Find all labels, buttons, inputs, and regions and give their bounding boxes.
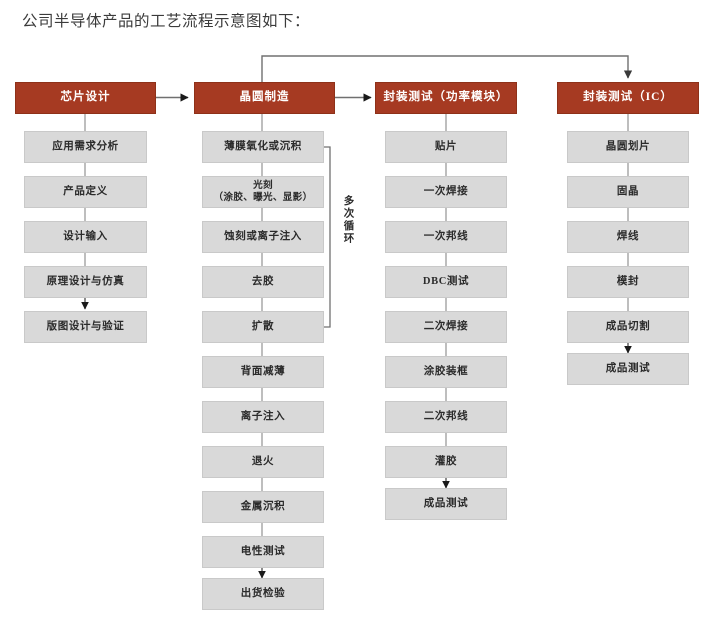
step-wafer-0[interactable]: 薄膜氧化或沉积: [202, 131, 324, 163]
step-wafer-6[interactable]: 离子注入: [202, 401, 324, 433]
step-ic-2[interactable]: 焊线: [567, 221, 689, 253]
step-wafer-8[interactable]: 金属沉积: [202, 491, 324, 523]
header-package-test-power-module[interactable]: 封装测试（功率模块）: [375, 82, 517, 114]
step-wafer-5[interactable]: 背面减薄: [202, 356, 324, 388]
step-power-3[interactable]: DBC测试: [385, 266, 507, 298]
header-chip-design[interactable]: 芯片设计: [15, 82, 156, 114]
step-power-6[interactable]: 二次邦线: [385, 401, 507, 433]
header-wafer-manufacturing[interactable]: 晶圆制造: [194, 82, 335, 114]
loop-label-multi-cycle: 多次循环: [342, 195, 354, 245]
step-ic-1[interactable]: 固晶: [567, 176, 689, 208]
step-chip-design-0[interactable]: 应用需求分析: [24, 131, 147, 163]
step-power-5[interactable]: 涂胶装框: [385, 356, 507, 388]
step-wafer-4[interactable]: 扩散: [202, 311, 324, 343]
step-chip-design-3[interactable]: 原理设计与仿真: [24, 266, 147, 298]
step-wafer-10[interactable]: 出货检验: [202, 578, 324, 610]
step-wafer-3[interactable]: 去胶: [202, 266, 324, 298]
step-ic-0[interactable]: 晶圆划片: [567, 131, 689, 163]
step-chip-design-1[interactable]: 产品定义: [24, 176, 147, 208]
step-wafer-1[interactable]: 光刻 （涂胶、曝光、显影）: [202, 176, 324, 208]
step-ic-4[interactable]: 成品切割: [567, 311, 689, 343]
header-package-test-ic[interactable]: 封装测试（IC）: [557, 82, 699, 114]
step-wafer-2[interactable]: 蚀刻或离子注入: [202, 221, 324, 253]
page-title: 公司半导体产品的工艺流程示意图如下：: [22, 13, 311, 30]
step-chip-design-2[interactable]: 设计输入: [24, 221, 147, 253]
step-power-8[interactable]: 成品测试: [385, 488, 507, 520]
step-ic-5[interactable]: 成品测试: [567, 353, 689, 385]
step-power-4[interactable]: 二次焊接: [385, 311, 507, 343]
step-chip-design-4[interactable]: 版图设计与验证: [24, 311, 147, 343]
step-wafer-1-line1: 光刻: [253, 180, 273, 192]
step-wafer-9[interactable]: 电性测试: [202, 536, 324, 568]
link-wafer-to-ic: [261, 55, 633, 82]
step-power-1[interactable]: 一次焊接: [385, 176, 507, 208]
step-wafer-1-line2: （涂胶、曝光、显影）: [213, 192, 313, 203]
step-wafer-7[interactable]: 退火: [202, 446, 324, 478]
step-power-0[interactable]: 贴片: [385, 131, 507, 163]
step-power-2[interactable]: 一次邦线: [385, 221, 507, 253]
step-ic-3[interactable]: 模封: [567, 266, 689, 298]
step-power-7[interactable]: 灌胶: [385, 446, 507, 478]
